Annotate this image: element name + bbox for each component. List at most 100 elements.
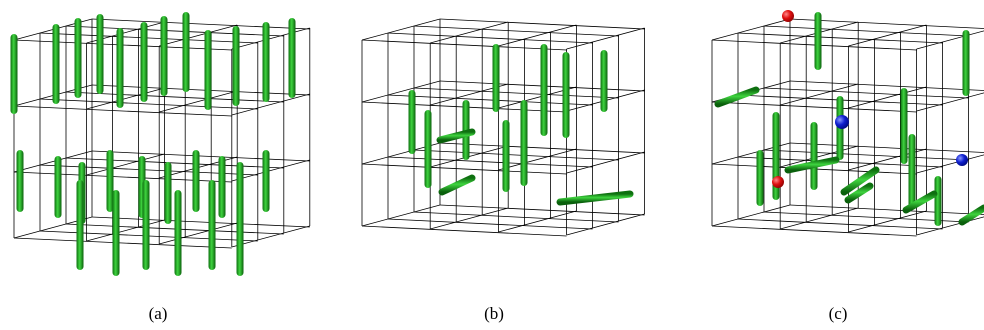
dimer-rod-vertical [218, 156, 226, 218]
lattice-line [916, 154, 984, 174]
lattice-line [711, 225, 917, 237]
lattice-line [159, 222, 238, 245]
lattice-line [566, 151, 645, 174]
dimer-rod-vertical [540, 44, 548, 136]
lattice-line [430, 21, 509, 44]
lattice-line [231, 159, 310, 182]
lattice-line [159, 24, 238, 47]
dimer-rod-vertical [520, 100, 528, 186]
lattice-line [763, 87, 969, 99]
lattice-line [361, 225, 567, 237]
dimer-rod-vertical [174, 190, 182, 276]
dimer-rod-vertical [140, 22, 148, 102]
lattice-line [780, 83, 859, 106]
lattice-line [86, 153, 165, 176]
lattice-line [91, 216, 310, 228]
dimer-rod-vertical [96, 14, 104, 94]
dimer-rod-vertical [192, 150, 200, 212]
defect-blue-ball [956, 154, 968, 166]
lattice-line [39, 32, 258, 44]
dimer-rod-horizontal [714, 86, 760, 108]
lattice-line [231, 27, 310, 50]
dimer-rod-vertical [756, 150, 764, 206]
lattice-line [91, 84, 310, 96]
lattice-line [387, 218, 593, 230]
dimer-rod-vertical [934, 176, 942, 226]
lattice-line [231, 93, 310, 116]
defect-red-ball [772, 176, 784, 188]
dimer-rod-vertical [182, 12, 190, 92]
dimer-rod-vertical [204, 30, 212, 110]
lattice-line [439, 142, 645, 154]
dimer-rod-vertical [262, 22, 270, 102]
dimer-rod-horizontal [438, 174, 476, 196]
dimer-rod-vertical [52, 24, 60, 104]
lattice-line [361, 163, 567, 175]
lattice-line [711, 101, 917, 113]
dimer-rod-vertical [236, 190, 244, 276]
defect-red-ball [782, 10, 794, 22]
dimer-rod-vertical [232, 26, 240, 106]
dimer-rod-vertical [408, 90, 416, 154]
dimer-rod-vertical [142, 180, 150, 270]
dimer-rod-vertical [814, 12, 822, 70]
dimer-rod-vertical [900, 88, 908, 164]
dimer-rod-horizontal [784, 156, 840, 174]
dimer-rod-vertical [208, 180, 216, 270]
dimer-rod-horizontal [958, 204, 984, 226]
lattice-line [91, 150, 310, 162]
dimer-rod-vertical [962, 30, 970, 96]
lattice-line [789, 80, 984, 91]
panel-b-caption: (b) [484, 304, 504, 323]
dimer-rod-vertical [54, 156, 62, 218]
lattice-line [789, 142, 984, 153]
lattice-line [780, 207, 859, 230]
dimer-rod-vertical [74, 18, 82, 98]
lattice-line [916, 92, 984, 112]
dimer-rod-horizontal [844, 182, 874, 204]
lattice-lines [13, 18, 311, 249]
lattice-line [780, 145, 859, 168]
lattice-line [361, 80, 441, 103]
dimer-rod-vertical [116, 28, 124, 108]
dimer-rod-vertical [160, 16, 168, 96]
dimer-rod-horizontal [436, 128, 476, 144]
lattice-line [65, 91, 284, 103]
lattice-line [413, 87, 619, 99]
panel-a-lattice [10, 12, 311, 276]
dimer-rod-vertical [112, 190, 120, 276]
dimer-rod-vertical [562, 52, 570, 138]
lattice-line [86, 87, 165, 110]
lattice-line [498, 148, 577, 171]
panel-c-caption: (c) [828, 304, 848, 323]
panel-a-caption: (a) [148, 304, 168, 323]
dimer-rod-vertical [76, 180, 84, 270]
lattice-line [39, 98, 258, 110]
panel-b-lattice [358, 10, 645, 268]
dimer-rod-vertical [164, 162, 172, 224]
lattice-line [763, 149, 969, 161]
dimer-rod-vertical [424, 110, 432, 188]
dimer-rod-horizontal [902, 190, 938, 214]
lattice-line [65, 157, 284, 169]
dimer-rod-horizontal [556, 190, 634, 206]
dimer-rod-vertical [908, 134, 916, 208]
lattice-line [737, 218, 943, 230]
lattice-line [430, 207, 509, 230]
lattice-line [916, 216, 984, 236]
lattice-line [916, 30, 984, 50]
lattice-line [13, 150, 93, 173]
lattice-line [413, 149, 619, 161]
panel-c-lattice [708, 8, 984, 268]
lattice-line [789, 204, 984, 215]
dimer-rod-horizontal [840, 166, 880, 196]
lattice-line [566, 213, 645, 236]
dimer-rod-vertical [106, 150, 114, 212]
dimer-rod-vertical [492, 44, 500, 112]
lattice-line [231, 225, 310, 248]
lattice-line [91, 18, 310, 30]
dimer-rod-vertical [600, 50, 608, 112]
lattice-line [789, 18, 984, 29]
lattice-line [848, 86, 927, 109]
